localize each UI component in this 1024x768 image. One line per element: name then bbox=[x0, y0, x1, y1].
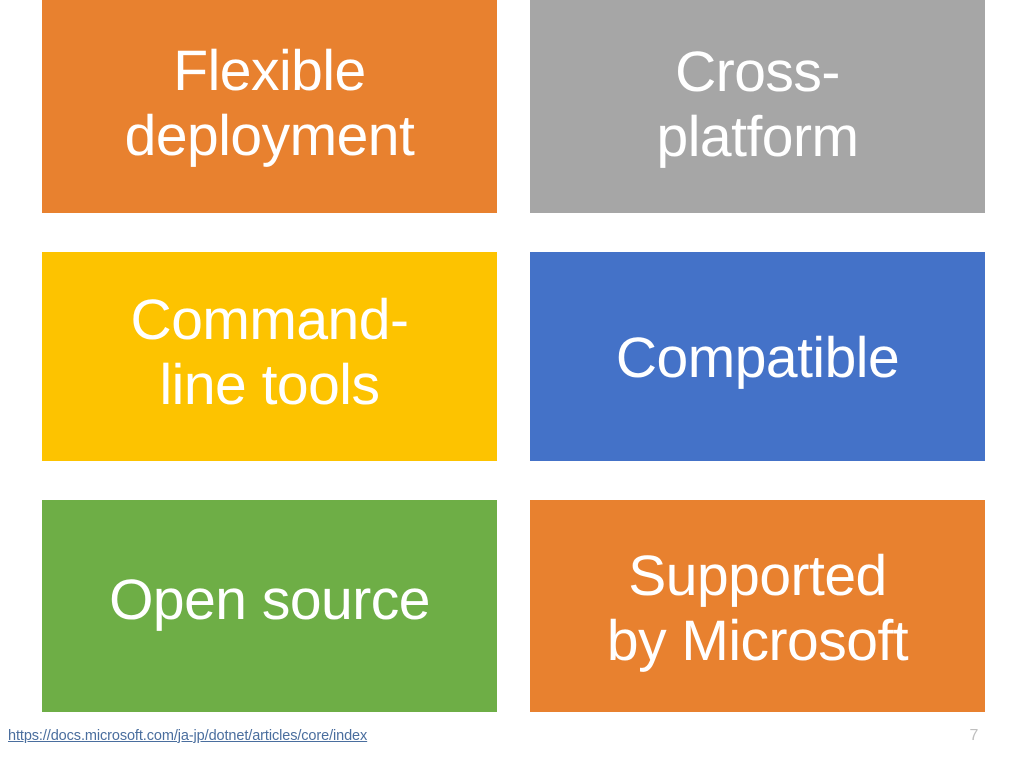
tile-open-source-label: Open source bbox=[109, 568, 430, 633]
tile-flexible-deployment-label: Flexible deployment bbox=[124, 39, 415, 168]
tile-supported-by-microsoft-label: Supported by Microsoft bbox=[606, 544, 909, 673]
page-number: 7 bbox=[969, 727, 979, 744]
tile-supported-by-microsoft: Supported by Microsoft bbox=[530, 500, 985, 713]
tile-cross-platform: Cross- platform bbox=[530, 0, 985, 213]
source-url-link[interactable]: https://docs.microsoft.com/ja-jp/dotnet/… bbox=[8, 728, 368, 744]
tile-compatible: Compatible bbox=[530, 252, 985, 461]
tile-cross-platform-label: Cross- platform bbox=[656, 40, 859, 169]
tile-open-source: Open source bbox=[42, 500, 497, 713]
tile-command-line-tools-label: Command- line tools bbox=[130, 288, 409, 417]
tile-command-line-tools: Command- line tools bbox=[42, 252, 497, 461]
tile-compatible-label: Compatible bbox=[615, 326, 900, 391]
slide-footer: https://docs.microsoft.com/ja-jp/dotnet/… bbox=[0, 712, 1024, 768]
tile-flexible-deployment: Flexible deployment bbox=[42, 0, 497, 213]
